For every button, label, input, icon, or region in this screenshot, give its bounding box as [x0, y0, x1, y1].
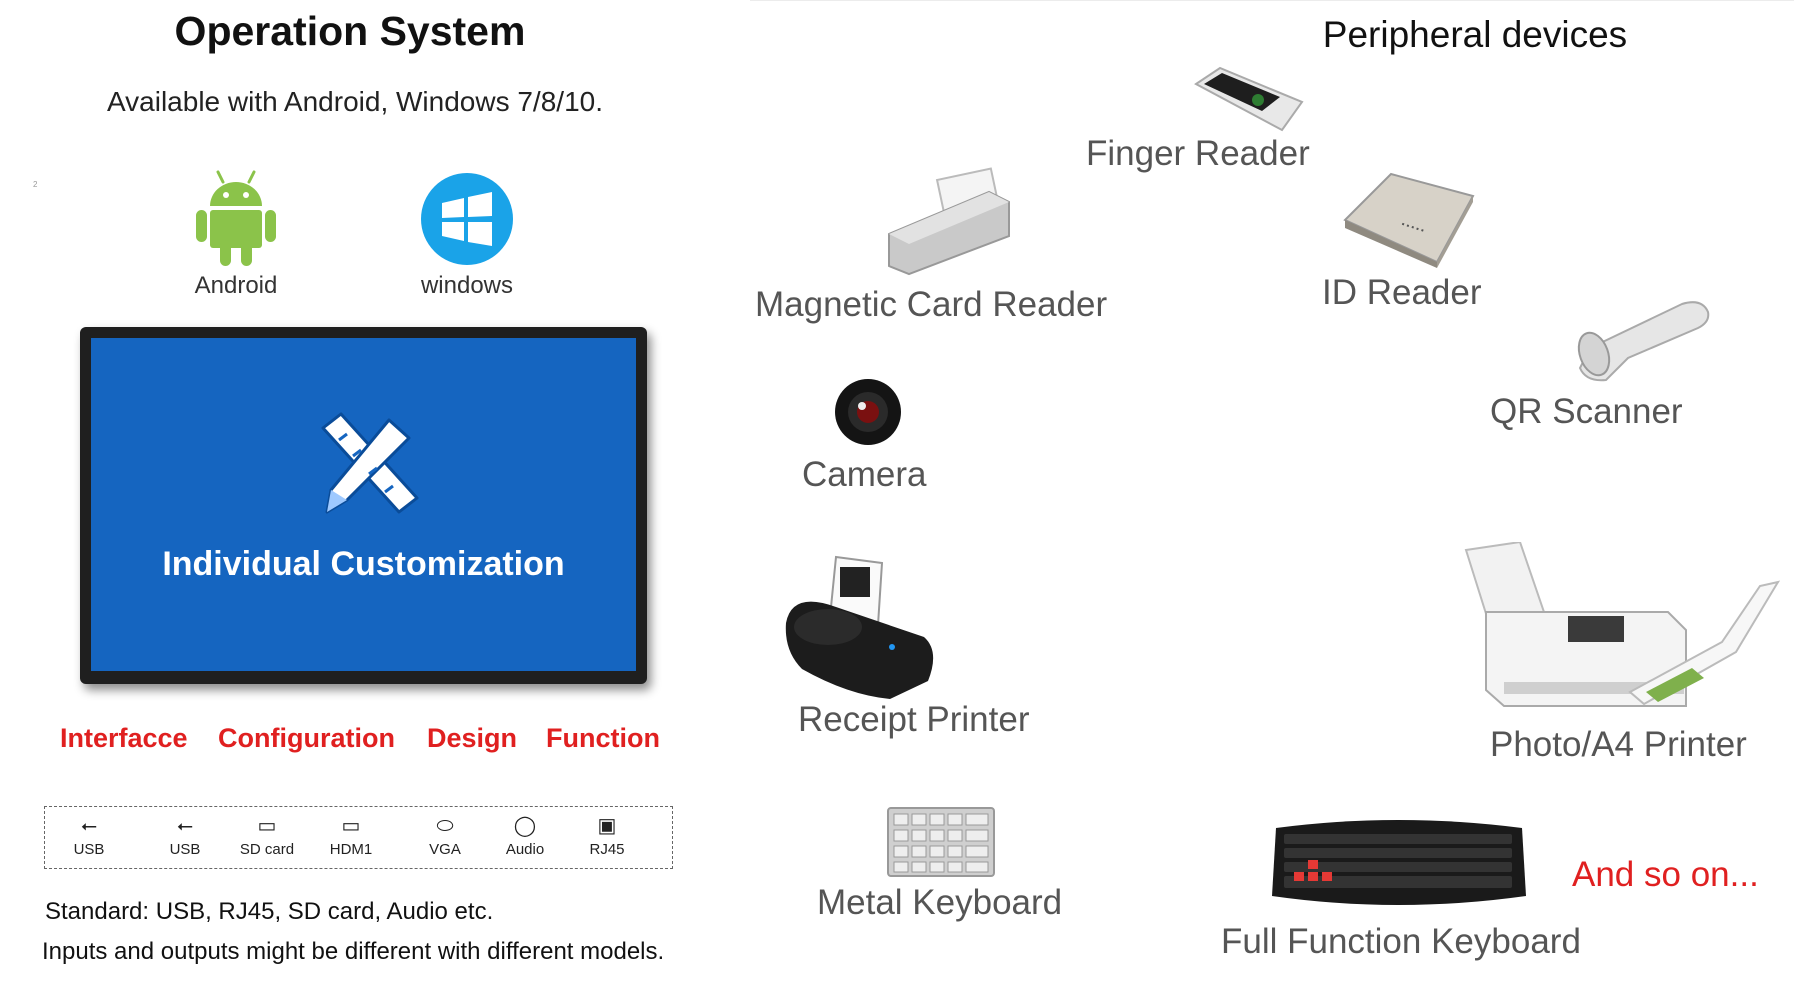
device-label-receipt-printer: Receipt Printer — [798, 700, 1030, 739]
port-hdmi: ▭ HDM1 — [311, 811, 391, 858]
display-text: Individual Customization — [162, 545, 565, 583]
windows-icon — [421, 173, 513, 265]
id-reader-icon: ▪ ▪ ▪ ▪ ▪ — [1343, 172, 1475, 268]
fingerprint-reader-icon — [1194, 66, 1304, 132]
port-sd-card: ▭ SD card — [227, 811, 307, 858]
port-rj45: ▣ RJ45 — [567, 811, 647, 858]
display-monitor: Individual Customization — [80, 327, 647, 684]
usb-icon: ⭠ — [177, 815, 193, 837]
device-label-qr-scanner: QR Scanner — [1490, 392, 1683, 431]
rj45-icon: ▣ — [597, 815, 617, 837]
audio-icon: ◯ — [513, 815, 537, 837]
os-title: Operation System — [174, 8, 526, 54]
device-label-camera: Camera — [802, 455, 927, 494]
port-label: USB — [169, 841, 201, 858]
port-label: VGA — [429, 841, 461, 858]
feature-function: Function — [546, 723, 660, 753]
port-label: USB — [73, 841, 105, 858]
port-label: HDM1 — [329, 841, 373, 858]
metal-keyboard-icon — [887, 807, 995, 877]
device-label-full-function-keyboard: Full Function Keyboard — [1221, 922, 1581, 961]
feature-configuration: Configuration — [218, 723, 395, 753]
port-usb-1: ⭠ USB — [49, 811, 129, 858]
device-label-photo-printer: Photo/A4 Printer — [1490, 725, 1747, 764]
hdmi-icon: ▭ — [341, 815, 361, 837]
port-audio: ◯ Audio — [485, 811, 565, 858]
port-label: RJ45 — [589, 841, 625, 858]
android-icon — [196, 170, 276, 266]
photo-printer-icon — [1464, 542, 1780, 707]
pencil-ruler-icon — [321, 412, 419, 514]
device-label-magnetic-card-reader: Magnetic Card Reader — [755, 285, 1108, 324]
port-vga: ⬭ VGA — [405, 811, 485, 858]
os-subtitle: Available with Android, Windows 7/8/10. — [107, 86, 603, 117]
receipt-printer-icon — [785, 555, 934, 699]
windows-label: windows — [420, 272, 514, 299]
port-label: Audio — [505, 841, 545, 858]
magnetic-card-reader-icon — [888, 167, 1010, 276]
device-label-id-reader: ID Reader — [1322, 273, 1482, 312]
qr-scanner-icon — [1577, 301, 1710, 382]
android-label: Android — [194, 272, 278, 299]
usb-icon: ⭠ — [81, 815, 97, 837]
note-text: Inputs and outputs might be different wi… — [42, 938, 665, 965]
device-label-finger-reader: Finger Reader — [1086, 134, 1310, 173]
camera-icon — [835, 379, 901, 445]
device-label-metal-keyboard: Metal Keyboard — [817, 883, 1063, 922]
peripherals-title: Peripheral devices — [1322, 14, 1628, 55]
corner-mark: 2 — [33, 180, 38, 189]
ports-panel: ⭠ USB ⭠ USB ▭ SD card ▭ HDM1 ⬭ VGA ◯ Aud… — [44, 806, 673, 869]
port-usb-2: ⭠ USB — [145, 811, 225, 858]
feature-design: Design — [427, 723, 518, 753]
vga-icon: ⬭ — [436, 815, 454, 837]
port-label: SD card — [239, 841, 295, 858]
sd-card-icon: ▭ — [257, 815, 277, 837]
feature-interface: Interfacce — [60, 723, 188, 753]
and-so-on-text: And so on... — [1572, 855, 1759, 894]
keyboard-icon — [1272, 820, 1526, 905]
top-divider — [750, 0, 1794, 1]
standard-text: Standard: USB, RJ45, SD card, Audio etc. — [45, 898, 494, 925]
display-screen: Individual Customization — [91, 338, 636, 671]
